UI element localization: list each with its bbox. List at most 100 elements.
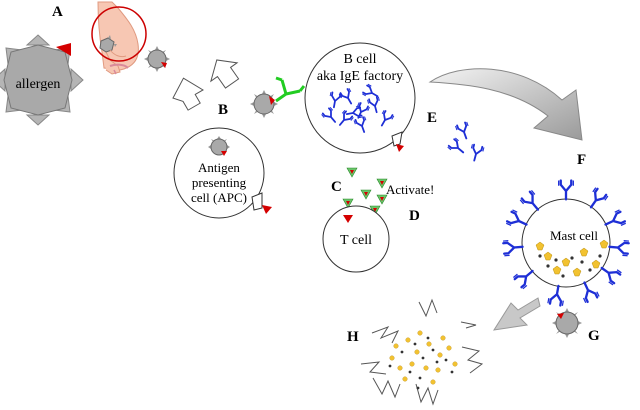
b-cell-antibody-arm-light: [381, 110, 395, 120]
mast-cell-surface-antibody: [608, 240, 630, 257]
b-cell-antibody-arm-light: [355, 105, 362, 119]
released-granule: [452, 361, 458, 367]
b-cell-sublabel: aka IgE factory: [317, 69, 403, 84]
free-antibody: [470, 143, 485, 162]
mast-cell-surface-antibody: [600, 266, 622, 286]
granule-dot: [580, 260, 584, 264]
allergen-particle-large: [0, 34, 84, 126]
mast-cell-surface-antibody-shape: [548, 284, 563, 307]
b-cell-antibody: [357, 102, 370, 119]
granule: [561, 257, 571, 267]
letter-e: E: [427, 110, 437, 126]
b-cell-antibody: [353, 116, 367, 133]
free-antibody: [455, 121, 469, 140]
mast-cell-surface-antibody-shape: [559, 179, 573, 201]
mast-cell-surface-antibody: [505, 209, 528, 227]
released-granule: [389, 355, 395, 361]
released-granule: [423, 365, 429, 371]
free-antibody-shape: [447, 138, 465, 154]
b-cell-antibody-shape: [380, 110, 394, 127]
mast-cell-surface-antibody: [558, 179, 574, 201]
letter-g: G: [588, 328, 600, 344]
granule: [543, 251, 553, 261]
mast-cell-surface-antibody-shape: [604, 210, 627, 226]
mast-cell-surface-antibody-shape: [513, 269, 534, 289]
mast-cell-surface-antibody-arm-light: [582, 291, 600, 304]
mast-cell-surface-antibody-shape: [502, 241, 524, 255]
mast-cell-granules: [535, 239, 609, 278]
released-granule: [397, 365, 403, 371]
granule-dot: [570, 256, 574, 260]
signal-core: [380, 181, 384, 185]
granule-dot: [538, 254, 542, 258]
granule-dot: [588, 268, 592, 272]
signal-core: [346, 201, 350, 205]
mast-cell-surface-antibody-shape: [583, 281, 599, 304]
released-dot: [450, 370, 454, 374]
b-cell-antibody: [345, 105, 363, 119]
mast-cell-surface-antibody-shape: [608, 241, 630, 255]
b-cell-antibody-shape: [362, 84, 379, 98]
mast-cell-label: Mast cell: [550, 228, 598, 243]
mast-cell-surface-antibody: [502, 240, 524, 257]
release-arrow: [492, 297, 541, 331]
released-dot: [408, 370, 412, 374]
granule: [579, 247, 589, 257]
process-arrow-down: [172, 59, 240, 111]
free-antibody-shape: [456, 121, 468, 140]
b-cell-antibody-shape: [368, 96, 379, 114]
b-cell-antibody: [362, 83, 379, 98]
face-profile: [91, 1, 147, 75]
mast-cell-surface-antibody: [547, 284, 564, 307]
mast-cell-surface-antibody-arm-light: [592, 187, 609, 201]
signal-core: [380, 197, 384, 201]
b-cell-antibody-arm-light: [338, 88, 352, 98]
signal-core: [373, 208, 377, 212]
b-cell-antibody: [380, 110, 395, 127]
released-dot: [444, 358, 448, 362]
free-antibody-arm-light: [447, 137, 459, 151]
b-cell-antibody-shape: [339, 88, 353, 105]
released-granule: [440, 335, 446, 341]
mast-cell-surface-antibody: [512, 269, 534, 290]
mast-cell-surface-antibody-arm-light: [547, 297, 564, 306]
released-granule: [446, 345, 452, 351]
b-cell-antibody-shape: [339, 110, 354, 126]
mast-cell-surface-antibody-arm-light: [622, 240, 629, 257]
b-cell-antibody-shape: [354, 116, 366, 133]
b-cell-antibody-arm-light: [367, 96, 380, 104]
mast-cell-surface-antibody-shape: [505, 210, 528, 226]
antigen-presenting-cell: Antigen presenting cell (APC): [173, 127, 272, 219]
mast-cell-surface-antibody: [604, 209, 627, 227]
mast-cell-surface-antibody-arm-light: [558, 180, 574, 186]
released-dot: [400, 350, 404, 354]
released-granule: [426, 341, 432, 347]
released-granule: [393, 343, 399, 349]
letter-c: C: [331, 179, 342, 195]
released-dot: [413, 342, 417, 346]
granule: [591, 259, 601, 269]
b-cell-label: B cell: [343, 52, 376, 67]
mast-cell-surface-antibody: [582, 281, 600, 304]
mast-cell-surface-antibody-shape: [589, 187, 608, 209]
mast-cell-surface-antibody-shape: [600, 266, 622, 285]
b-cell-antibody-shape: [345, 106, 363, 118]
letter-a: A: [52, 4, 63, 20]
granule: [572, 267, 582, 277]
allergen-particle-small-1: [144, 46, 170, 72]
zoom-circle: [91, 6, 147, 62]
letter-h: H: [347, 329, 359, 345]
b-cell-antibody-arm-light: [353, 116, 367, 125]
b-cell-antibody: [321, 106, 336, 123]
allergen-label: allergen: [16, 77, 61, 92]
signal-core: [350, 170, 354, 174]
released-granules: [388, 330, 458, 390]
b-cell-antibody-arm-light: [341, 109, 354, 121]
released-dot: [431, 348, 435, 352]
t-cell: T cell: [322, 205, 390, 273]
apc-label-3: cell (APC): [191, 190, 247, 205]
granule-dot: [598, 254, 602, 258]
antigen-marker: [56, 43, 71, 56]
granule-dot: [554, 258, 558, 262]
